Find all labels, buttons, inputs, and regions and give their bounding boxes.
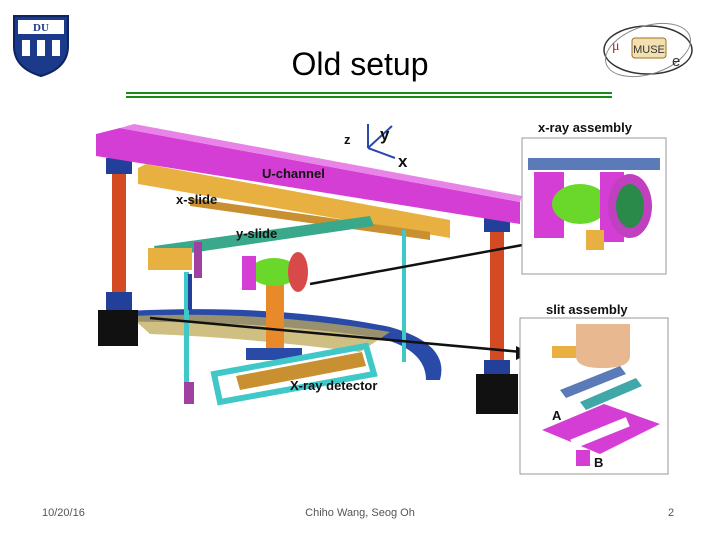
center-xray-cylinder [250, 258, 298, 286]
right-post [490, 222, 504, 362]
title-rule [126, 92, 612, 98]
footer-date: 10/20/16 [42, 507, 85, 519]
axis-x-label: x [398, 152, 408, 171]
left-foot [98, 310, 138, 346]
slit-assembly-inset: slit assembly A B [519, 302, 669, 475]
university-shield-logo: DU [13, 15, 69, 78]
left-rod [184, 382, 194, 404]
left-post [112, 162, 126, 294]
right-rod [402, 230, 406, 362]
axes-indicator: z y x [344, 124, 408, 171]
left-post-cap-bracket [106, 158, 132, 174]
u-channel [96, 128, 520, 224]
left-post-bottom-bracket [106, 292, 132, 310]
xray-detector-bar [236, 352, 366, 390]
point-a-label: A [552, 408, 562, 423]
logo-right-e: e [672, 53, 680, 70]
slide-title: Old setup [291, 46, 429, 82]
axis-z-label: z [344, 132, 351, 147]
u-channel-label: U-channel [262, 166, 325, 181]
logo-right-mu: μ [612, 39, 620, 54]
arrow-to-xray-assembly [309, 242, 529, 286]
curved-arm [110, 309, 442, 380]
center-pedestal [266, 282, 284, 352]
y-slide [154, 216, 374, 258]
x-slide-label: x-slide [176, 192, 217, 207]
xray-detector-frame [210, 342, 378, 406]
muse-experiment-logo: MUSE μ e [603, 22, 693, 78]
axis-y-label: y [380, 125, 390, 144]
center-base-plate [246, 348, 302, 360]
point-b-label: B [594, 455, 603, 470]
logo-left-text: DU [33, 22, 49, 34]
y-slide-block [148, 248, 192, 270]
xray-assembly-label: x-ray assembly [538, 120, 633, 135]
xray-detector-label: X-ray detector [290, 378, 377, 393]
y-slide-label: y-slide [236, 226, 277, 241]
arrow-to-slit-assembly [149, 316, 523, 354]
footer-authors: Chiho Wang, Seog Oh [305, 507, 415, 519]
u-channel-top [120, 124, 522, 202]
center-rod [184, 272, 189, 402]
arm-plate [130, 314, 390, 352]
x-slide-rail [190, 198, 430, 240]
setup-diagram: z y x U-channel x-slide y-slide X-ray de… [96, 120, 669, 475]
back-rod [188, 274, 192, 310]
right-foot [476, 374, 518, 414]
xray-assembly-inset: x-ray assembly [521, 120, 667, 275]
logo-right-text: MUSE [633, 44, 665, 56]
y-slide-side-bracket [194, 242, 202, 278]
footer-page-number: 2 [668, 507, 675, 519]
center-xray-flange [288, 252, 308, 292]
x-slide [138, 164, 450, 238]
right-post-bottom-bracket [484, 360, 510, 376]
slit-assembly-label: slit assembly [546, 302, 628, 317]
center-xray-mount [242, 256, 256, 290]
